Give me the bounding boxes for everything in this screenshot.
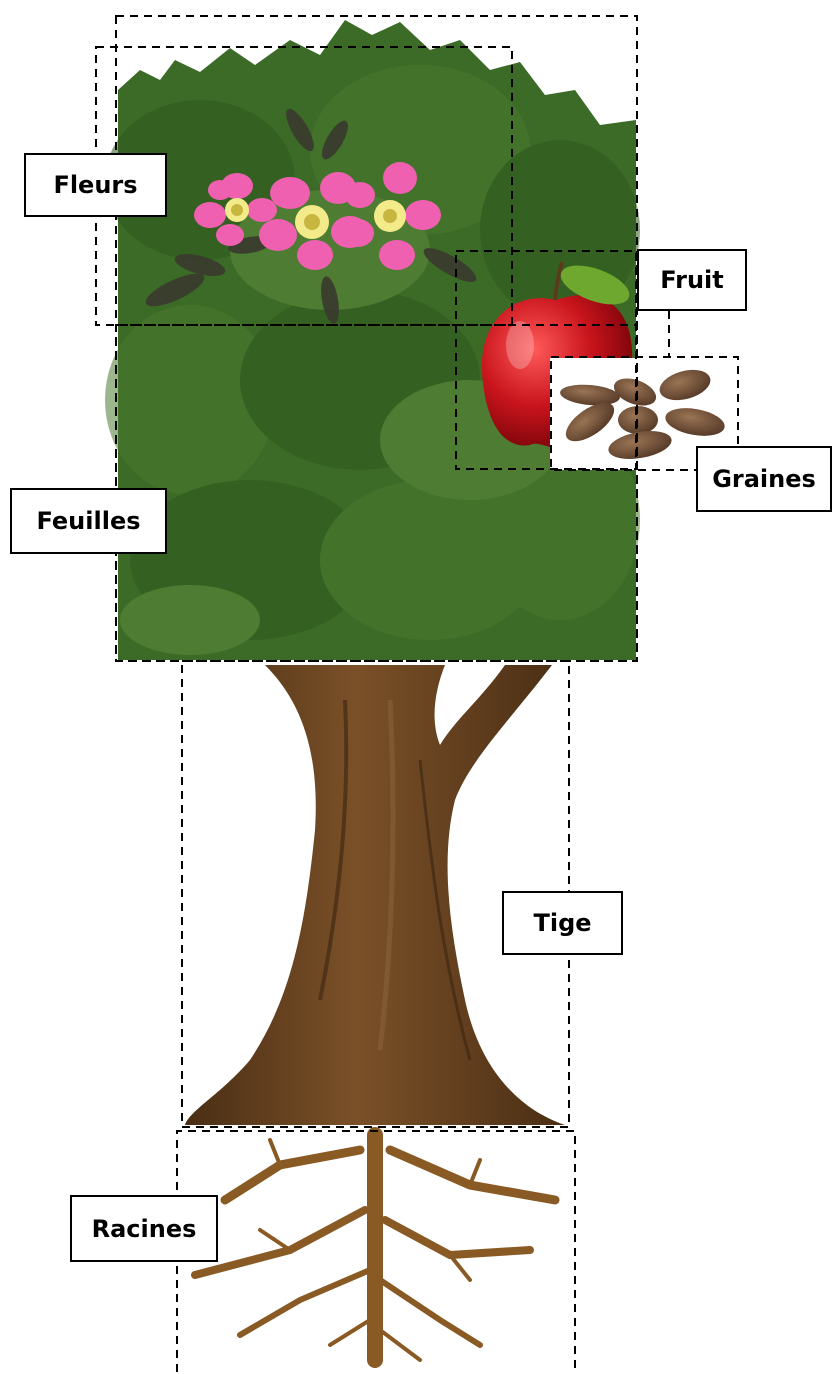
label-fleurs: Fleurs — [24, 153, 167, 217]
label-feuilles: Feuilles — [10, 488, 167, 554]
roots — [195, 1135, 555, 1360]
label-racines: Racines — [70, 1195, 218, 1262]
label-fruit: Fruit — [637, 249, 747, 311]
label-tige: Tige — [502, 891, 623, 955]
label-graines: Graines — [696, 446, 832, 512]
